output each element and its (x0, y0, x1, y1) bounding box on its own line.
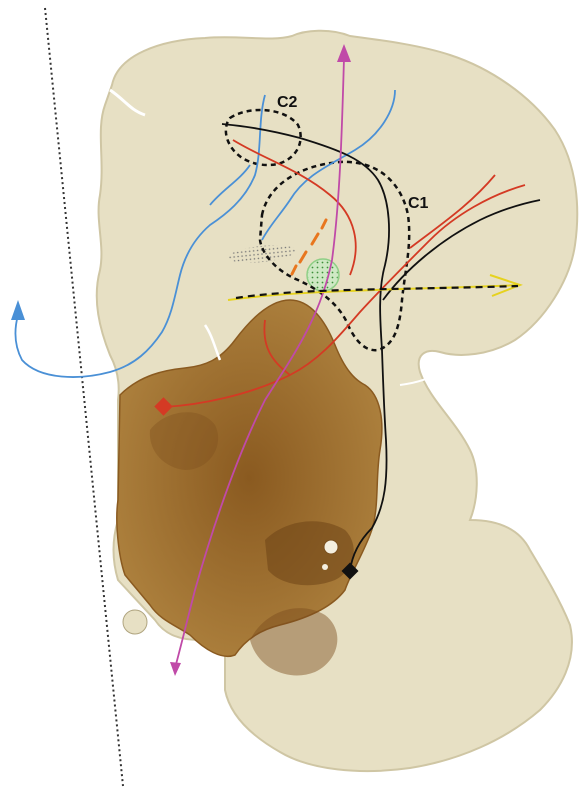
region-label-c2: C2 (277, 94, 298, 111)
green-nucleus-dots (308, 260, 338, 290)
magenta-arrowhead-icon (170, 662, 181, 676)
vessel-hole (324, 540, 338, 554)
vessel-hole (123, 610, 147, 634)
vessel-hole (322, 564, 328, 570)
blue-arrowhead-icon (11, 300, 25, 320)
dark-nucleus-patch (265, 521, 354, 585)
region-label-c1: C1 (408, 195, 429, 212)
